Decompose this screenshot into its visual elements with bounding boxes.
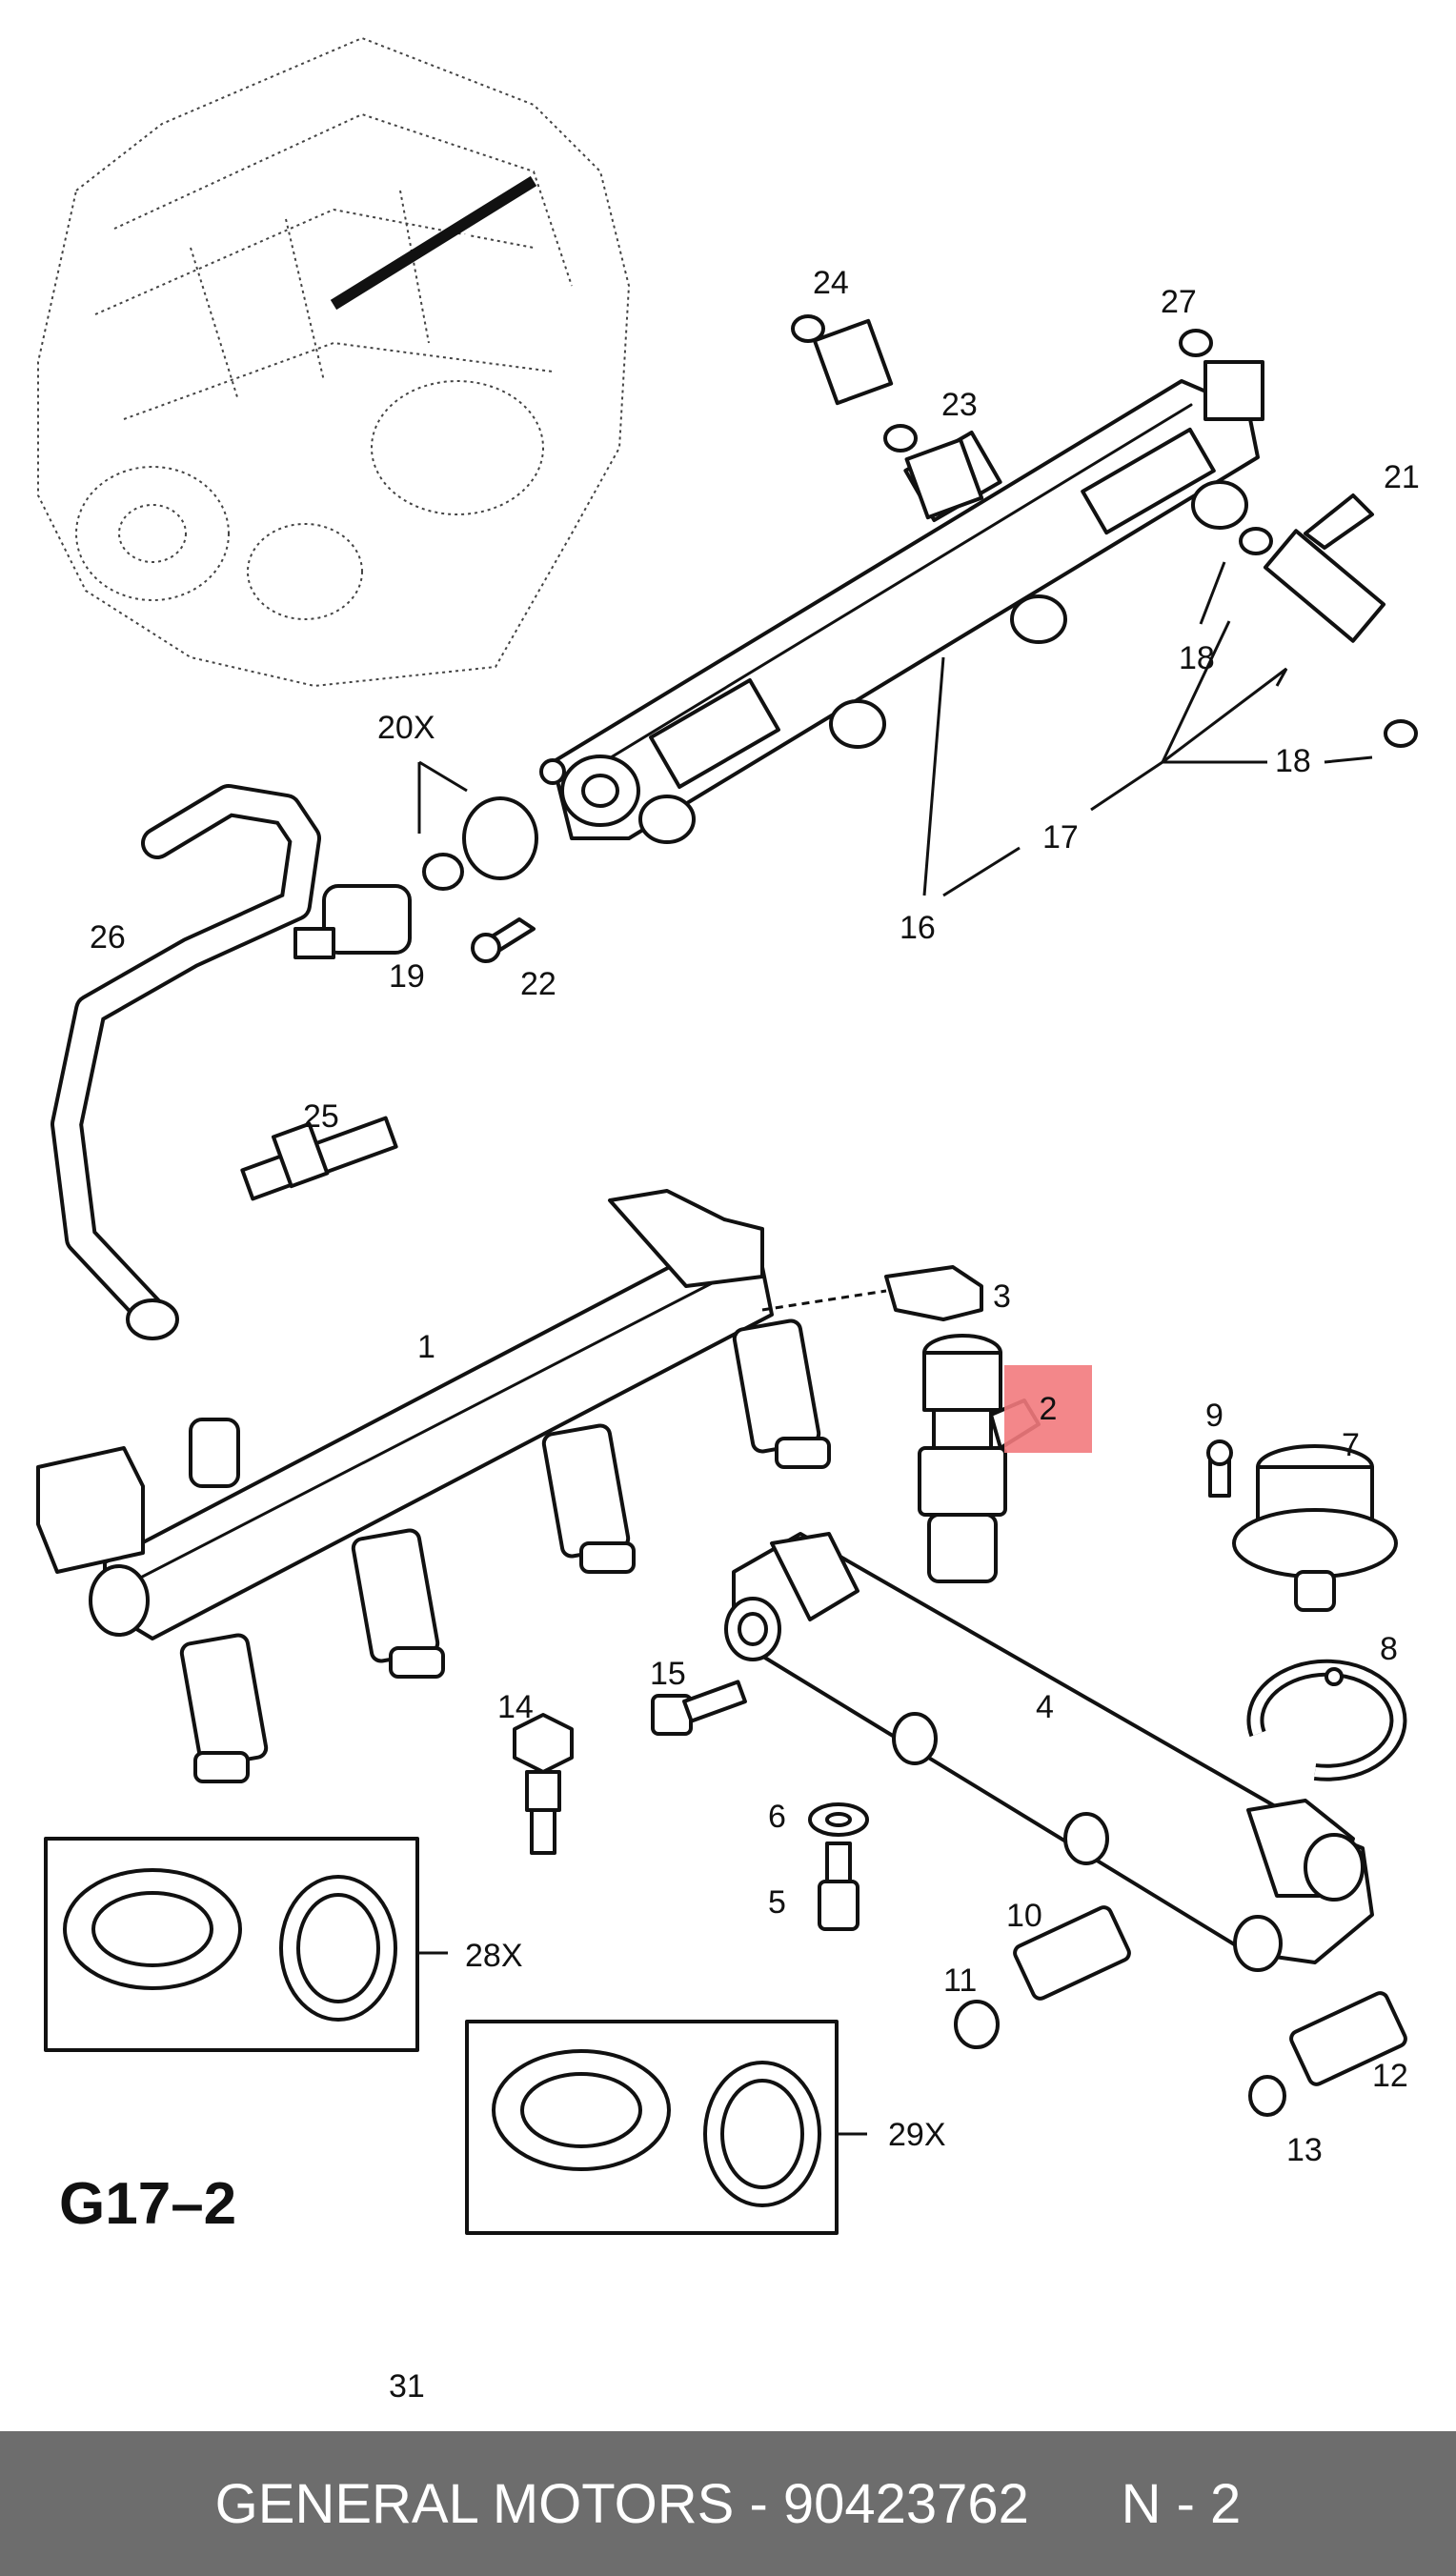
callout-6: 6 [768,1799,786,1835]
footer-part-number: 90423762 [782,2472,1029,2535]
stud-bolt [240,1116,398,1201]
footer-separator: - [734,2472,783,2535]
callout-19: 19 [389,958,425,995]
footer-brand: GENERAL MOTORS [214,2472,735,2535]
callout-24: 24 [813,265,849,301]
callout-labels: 24 27 23 21 18 18 20X 17 16 26 19 22 25 … [90,265,1420,2168]
footer-text: GENERAL MOTORS - 90423762 N - 2 [215,2472,1242,2536]
callout-21: 21 [1384,459,1420,495]
callout-4: 4 [1036,1689,1054,1725]
engine-illustration [37,36,631,688]
callout-23: 23 [941,387,978,423]
injector-clip [761,1265,983,1321]
vacuum-hose [51,784,321,1340]
highlighted-part-marker [1004,1365,1092,1453]
callout-2: 2 [1039,1391,1058,1427]
pressure-regulator [1206,1439,1407,1781]
callout-18-right: 18 [1275,743,1311,779]
seal-kit-28 [44,1837,448,2052]
callout-18-upper: 18 [1179,640,1215,676]
callout-22: 22 [520,966,556,1002]
callout-16: 16 [900,910,936,946]
callout-5: 5 [768,1884,786,1921]
diagram-code: G17–2 [59,2171,237,2237]
callout-28: 28X [465,1938,523,1974]
footer-bar: GENERAL MOTORS - 90423762 N - 2 [0,2431,1456,2576]
callout-7: 7 [1342,1427,1360,1463]
page-number: 31 [389,2368,425,2405]
callout-26: 26 [90,919,126,956]
parts-diagram: 24 27 23 21 18 18 20X 17 16 26 19 22 25 … [36,36,1420,2235]
callout-3: 3 [993,1278,1011,1315]
callout-12: 12 [1372,2058,1408,2094]
callout-25: 25 [303,1098,339,1135]
callout-10: 10 [1006,1898,1042,1934]
callout-27: 27 [1161,284,1197,320]
leader-lines [417,561,1373,897]
callout-20: 20X [377,710,435,746]
callout-13: 13 [1286,2132,1323,2168]
footer-gap [1029,2473,1122,2535]
callout-9: 9 [1205,1398,1223,1434]
callout-8: 8 [1380,1631,1398,1667]
lower-fuel-rail [724,1532,1374,1972]
fittings [954,1905,1407,2117]
callout-14: 14 [497,1689,534,1725]
callout-15: 15 [650,1656,686,1692]
callout-29: 29X [888,2117,946,2153]
footer-position: N - 2 [1121,2472,1242,2535]
callout-1: 1 [417,1329,435,1365]
upper-small-parts [791,314,1418,748]
upper-fuel-rail [539,379,1260,844]
fuel-rail-assembly [36,1189,831,1783]
callout-11: 11 [943,1962,977,1999]
callout-17: 17 [1042,819,1079,855]
fasteners [513,1680,869,1931]
seal-kit-29 [465,2020,867,2235]
pressure-sensor-group [293,796,538,963]
